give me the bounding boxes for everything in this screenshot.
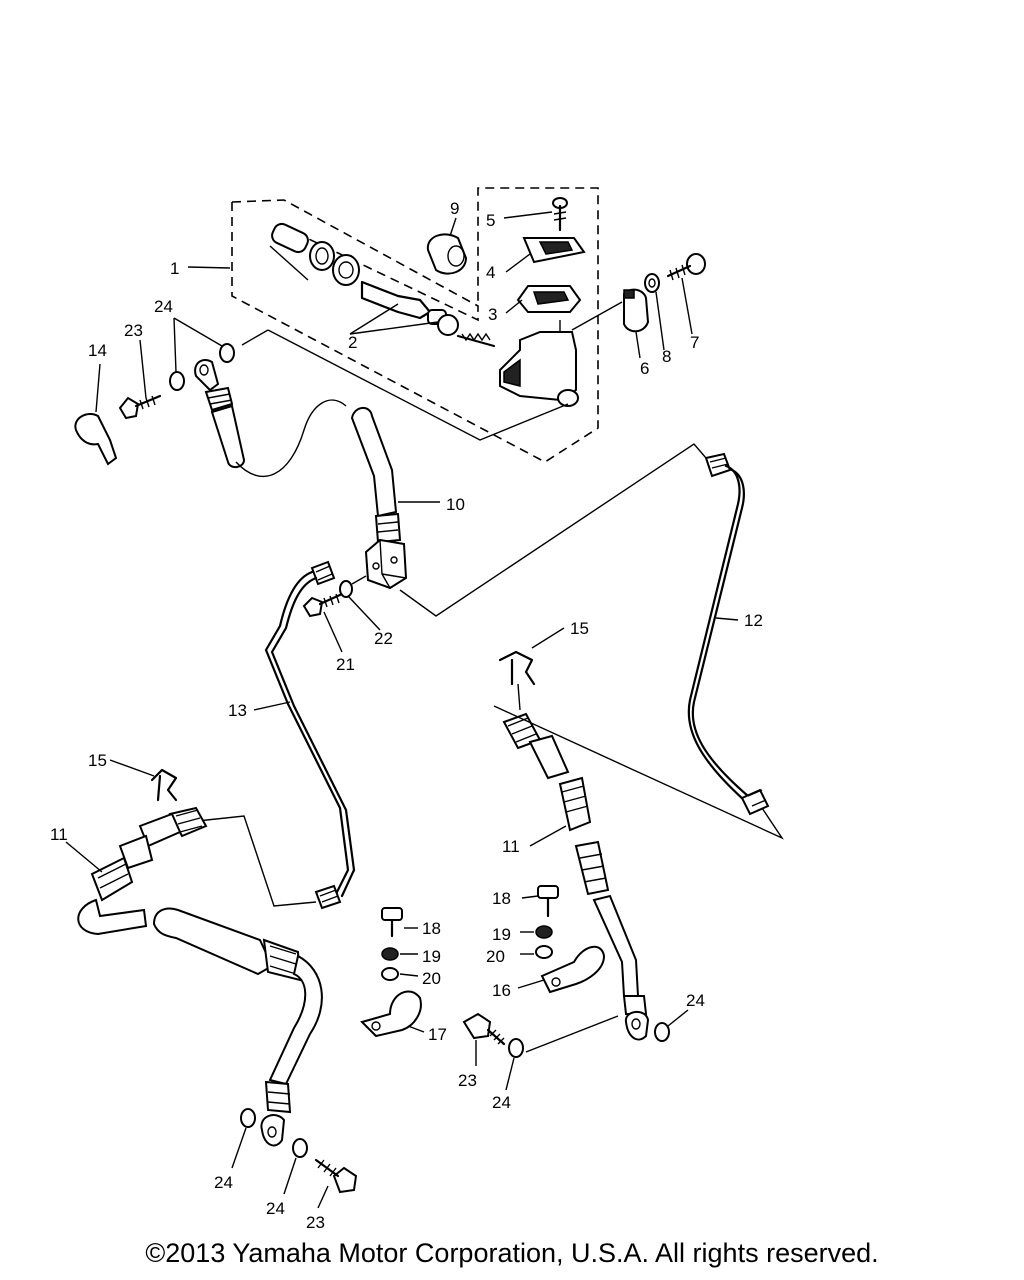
callout-20-right: 20 xyxy=(486,947,505,966)
bolt-18-right xyxy=(537,885,559,918)
union-bolt-right xyxy=(462,1012,506,1046)
leader-pipe-12 xyxy=(399,443,707,617)
leader-11-left xyxy=(65,841,103,873)
brake-pipe-13 xyxy=(264,560,356,910)
brake-hose-11-left xyxy=(77,806,323,1147)
leader-15-left xyxy=(109,759,155,777)
leader-15-right xyxy=(517,683,521,711)
parts-diagram: 1 2 3 4 5 6 7 8 9 10 11 11 12 13 14 15 1… xyxy=(50,187,784,1230)
callout-labels: 1 2 3 4 5 6 7 8 9 10 11 11 12 13 14 15 1… xyxy=(50,199,763,1230)
union-bolt-lower xyxy=(314,1158,358,1194)
reservoir-boot xyxy=(426,233,468,275)
master-cylinder-body xyxy=(499,320,579,407)
brake-pipe-12 xyxy=(687,452,770,816)
bolt-18-center xyxy=(381,907,403,938)
washer-lower-a xyxy=(240,1108,256,1128)
callout-21: 21 xyxy=(336,655,355,674)
washer xyxy=(644,273,660,293)
copyright-notice: ©2013 Yamaha Motor Corporation, U.S.A. A… xyxy=(145,1238,879,1268)
leader-hose-right xyxy=(493,705,784,840)
callout-7: 7 xyxy=(690,333,699,352)
holder xyxy=(571,288,650,333)
brake-hose-11-right xyxy=(502,712,650,1041)
callout-15-left: 15 xyxy=(88,751,107,770)
callout-15-right: 15 xyxy=(570,619,589,638)
callout-24-right: 24 xyxy=(686,991,705,1010)
callout-23-right: 23 xyxy=(458,1071,477,1090)
washer-right-a xyxy=(508,1038,524,1058)
diaphragm xyxy=(516,285,582,313)
callout-9: 9 xyxy=(450,199,459,218)
union-bolt-upper xyxy=(118,394,162,420)
brake-hose-10 xyxy=(350,407,402,544)
hose-clip-left xyxy=(150,768,178,802)
callout-10: 10 xyxy=(446,495,465,514)
three-way-joint xyxy=(364,538,408,590)
callout-24-upper: 24 xyxy=(154,297,173,316)
leader-11-right xyxy=(529,825,567,847)
callout-6: 6 xyxy=(640,359,649,378)
joint-washer xyxy=(339,580,353,598)
callout-3: 3 xyxy=(488,305,497,324)
bolt xyxy=(666,253,706,281)
brake-hose-upper xyxy=(194,358,246,468)
leader-hose-upper xyxy=(235,399,347,478)
protector-cap xyxy=(74,412,118,466)
leader-master-body xyxy=(267,329,569,441)
callout-23-upper: 23 xyxy=(124,321,143,340)
leader-joint xyxy=(351,575,367,585)
callout-16: 16 xyxy=(492,981,511,1000)
callout-20-center: 20 xyxy=(422,969,441,988)
clamp-16 xyxy=(540,946,606,994)
joint-bolt xyxy=(302,592,344,618)
callout-19-center: 19 xyxy=(422,947,441,966)
washer-right-b xyxy=(654,1022,670,1042)
callout-14: 14 xyxy=(88,341,107,360)
washer-20-center xyxy=(381,967,399,981)
washer-20-right xyxy=(535,945,553,959)
callout-18-center: 18 xyxy=(422,919,441,938)
callout-2: 2 xyxy=(348,333,357,352)
callout-17: 17 xyxy=(428,1025,447,1044)
leader-master xyxy=(241,329,269,346)
washer-19-center xyxy=(381,947,399,961)
washer-lower-b xyxy=(292,1138,308,1158)
washer-19-right xyxy=(535,925,553,939)
hose-clip-right xyxy=(498,650,536,686)
callout-12: 12 xyxy=(744,611,763,630)
callout-19-right: 19 xyxy=(492,925,511,944)
callout-leaders xyxy=(95,211,739,1209)
callout-24-right-lower: 24 xyxy=(492,1093,511,1112)
callout-8: 8 xyxy=(662,347,671,366)
callout-22: 22 xyxy=(374,629,393,648)
callout-18-right: 18 xyxy=(492,889,511,908)
callout-13: 13 xyxy=(228,701,247,720)
leader-pipe-13 xyxy=(187,815,317,907)
callout-5: 5 xyxy=(486,211,495,230)
piston xyxy=(360,280,496,348)
callout-23-lower: 23 xyxy=(306,1213,325,1230)
callout-24-lower-b: 24 xyxy=(266,1199,285,1218)
callout-24-lower-a: 24 xyxy=(214,1173,233,1192)
washer-upper-b xyxy=(219,343,235,363)
callout-4: 4 xyxy=(486,263,495,282)
callout-11-left: 11 xyxy=(50,825,68,844)
leader-bolt-right xyxy=(525,1015,619,1053)
screw xyxy=(552,197,568,232)
clamp-17 xyxy=(360,990,422,1038)
washer-upper-a xyxy=(169,371,185,391)
reservoir-cap xyxy=(522,237,586,264)
piston-kit xyxy=(269,222,360,286)
callout-1: 1 xyxy=(170,259,179,278)
callout-11-right: 11 xyxy=(502,837,520,856)
